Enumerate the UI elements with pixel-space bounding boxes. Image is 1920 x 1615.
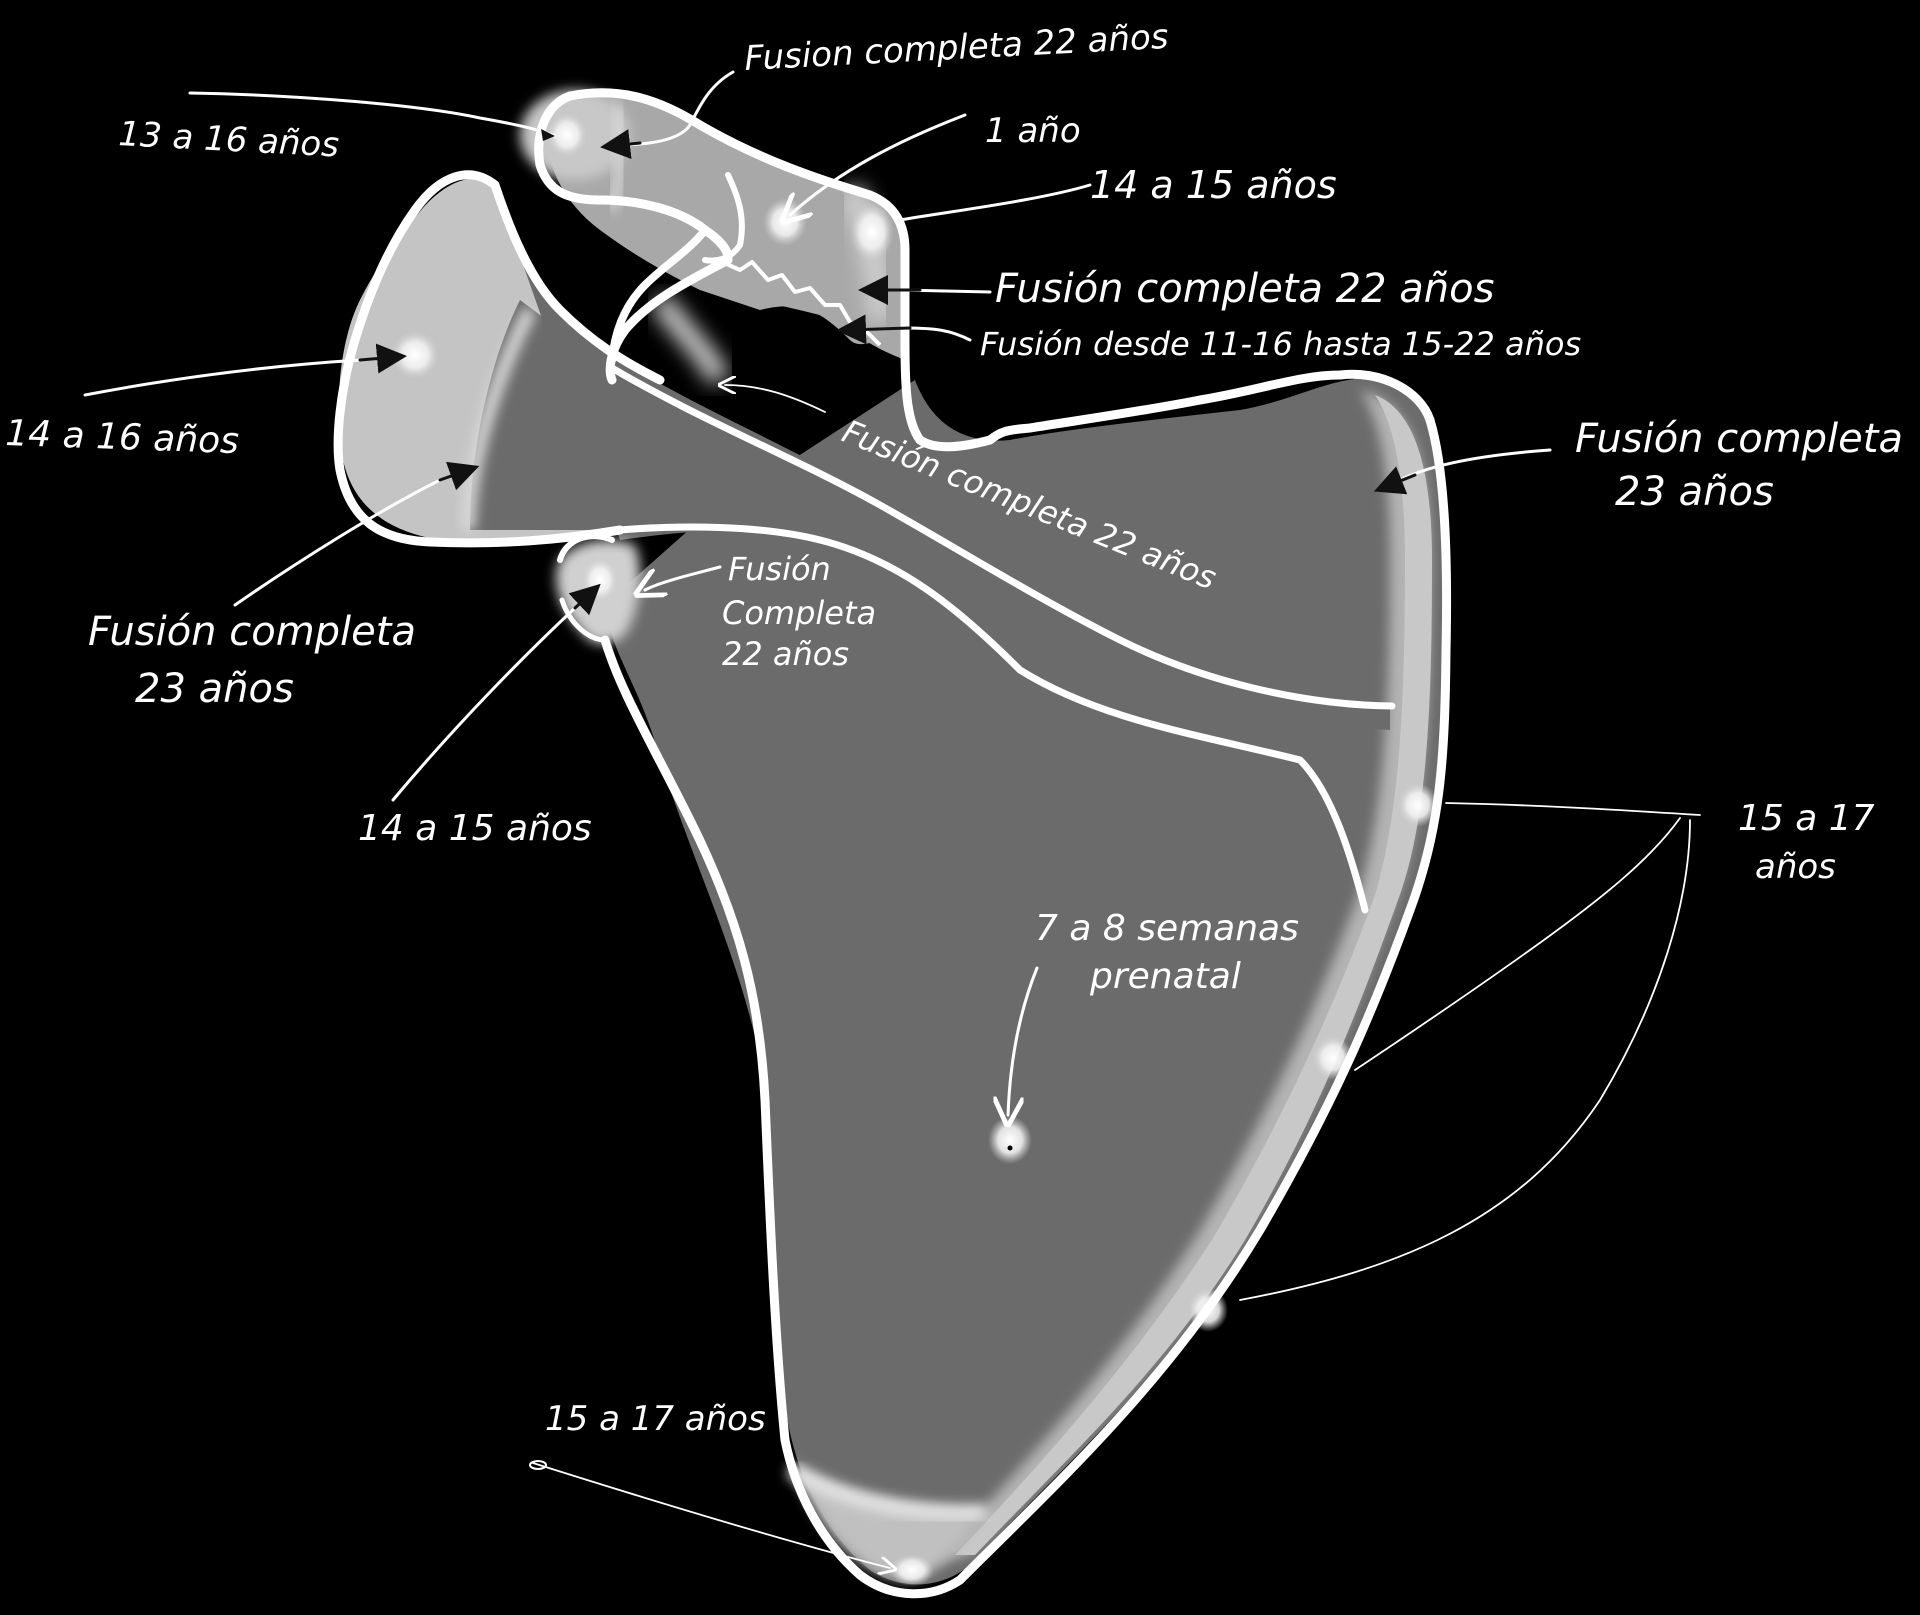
- label-acromion-base-fusion-1: Fusión completa: [88, 609, 416, 655]
- annotation-labels: Fusion completa 22 años 13 a 16 años 1 a…: [5, 17, 1903, 1439]
- label-coracoid-tip: 14 a 15 años: [1090, 163, 1337, 207]
- bone-outlines: [333, 88, 1452, 1599]
- leader-lines: [83, 70, 1701, 1568]
- label-acromion-left-center: 14 a 16 años: [5, 413, 240, 462]
- label-medial-centers-2: años: [1755, 847, 1836, 887]
- inferior-angle-center: [890, 1554, 934, 1586]
- label-medial-fusion-1: Fusión completa: [1575, 416, 1903, 462]
- label-inferior-angle: 15 a 17 años: [545, 1399, 766, 1439]
- label-glenoid-center: 14 a 15 años: [358, 808, 592, 849]
- label-medial-fusion-2: 23 años: [1615, 469, 1774, 515]
- acromion-left-center: [391, 331, 439, 379]
- label-glenoid-fusion-2: Completa: [722, 594, 876, 632]
- label-glenoid-fusion-3: 22 años: [722, 635, 849, 673]
- label-primary-center-1: 7 a 8 semanas: [1035, 908, 1299, 949]
- label-glenoid-fusion-1: Fusión: [728, 550, 831, 588]
- label-primary-center-2: prenatal: [1089, 956, 1241, 997]
- scapular-spine: [495, 185, 1390, 730]
- scapula-body: [608, 377, 1445, 1585]
- label-medial-centers-1: 15 a 17: [1738, 798, 1875, 839]
- medial-center-1: [1398, 783, 1438, 827]
- label-coracoid-center: 1 año: [985, 111, 1081, 151]
- primary-center: [988, 1116, 1032, 1164]
- label-subcoracoid-fusion: Fusión desde 11-16 hasta 15-22 años: [980, 325, 1581, 363]
- label-acromion-base-fusion-2: 23 años: [135, 666, 294, 712]
- label-coracoid-fusion: Fusión completa 22 años: [995, 266, 1494, 312]
